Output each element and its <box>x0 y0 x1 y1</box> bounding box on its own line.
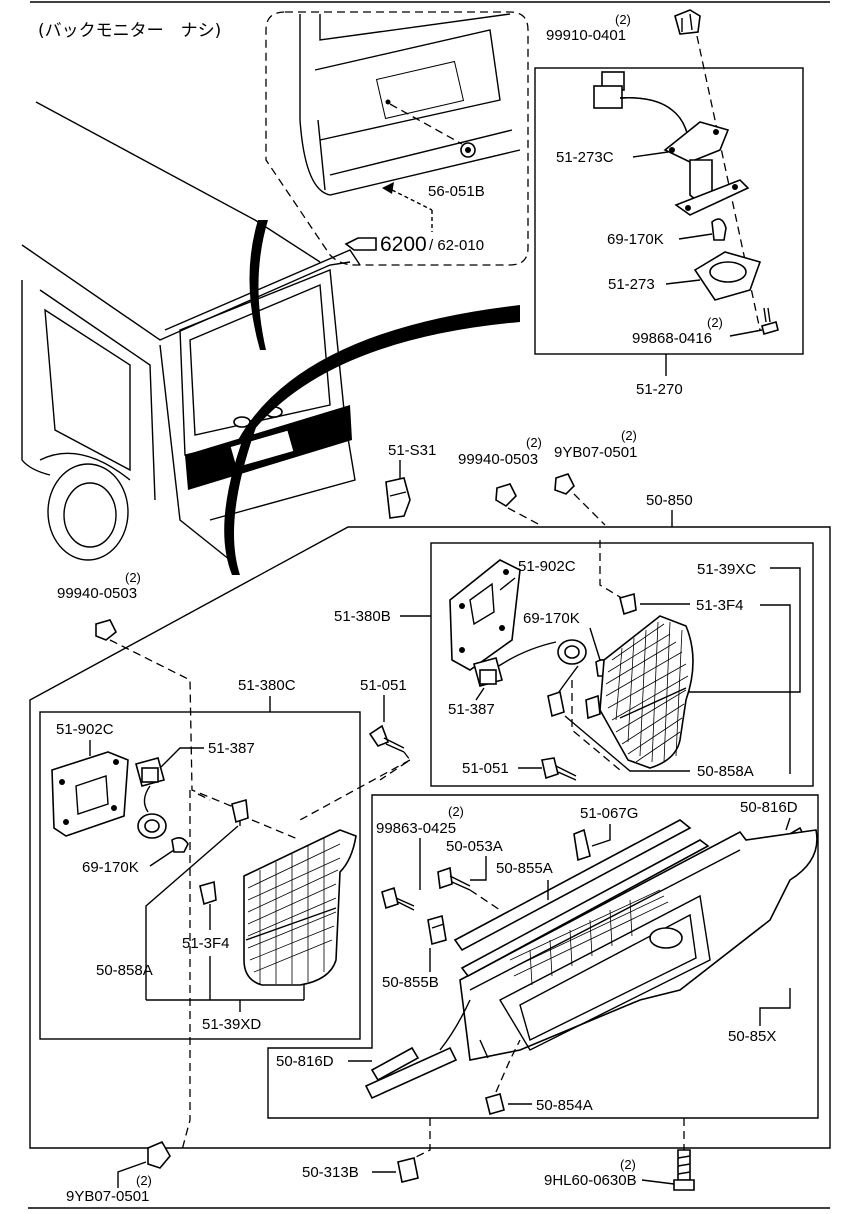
label-50-855b: 50-855B <box>382 974 439 991</box>
label-50-313b: 50-313B <box>302 1164 359 1181</box>
group-50-85x: 50-816D 50-855A 51-067G (2) 99863-0425 5… <box>267 794 819 1119</box>
qty-99868-0416: (2) <box>707 315 723 330</box>
label-9yb07-0501-a: 9YB07-0501 <box>554 444 637 461</box>
label-51-051-a: 51-051 <box>360 677 407 694</box>
label-51-273: 51-273 <box>608 276 655 293</box>
label-50-053a: 50-053A <box>446 838 503 855</box>
label-99868-0416: 99868-0416 <box>632 330 712 347</box>
label-51-387-a: 51-387 <box>448 701 495 718</box>
part-50-313b: 50-313B <box>302 1118 431 1183</box>
qty-99940-0503-a: (2) <box>526 435 542 450</box>
label-50-816d-a: 50-816D <box>740 799 798 816</box>
qty-9yb07-0501-a: (2) <box>621 428 637 443</box>
label-51-380c: 51-380C <box>238 677 296 694</box>
label-51-270: 51-270 <box>636 381 683 398</box>
label-51-067g: 51-067G <box>580 805 638 822</box>
label-50-816d-b: 50-816D <box>276 1053 334 1070</box>
label-51-051-b: 51-051 <box>462 760 509 777</box>
label-69-170k-c: 69-170K <box>82 859 139 876</box>
part-99940-0503-upper: (2) 99940-0503 <box>458 435 542 526</box>
label-69-170k-a: 69-170K <box>607 231 664 248</box>
lens-grid-lh <box>247 838 341 984</box>
label-50-85x: 50-85X <box>728 1028 776 1045</box>
label-56-051b: 56-051B <box>428 183 485 200</box>
qty-9yb07-0501-b: (2) <box>136 1173 152 1188</box>
qty-99910-0401: (2) <box>615 12 631 27</box>
label-50-858a-a: 50-858A <box>697 763 754 780</box>
page-title: (バックモニター ナシ) <box>38 21 221 41</box>
label-9yb07-0501-b: 9YB07-0501 <box>66 1188 149 1205</box>
label-99940-0503-b: 99940-0503 <box>57 585 137 602</box>
part-9yb07-0501-lower: (2) 9YB07-0501 <box>66 790 191 1205</box>
label-50-850: 50-850 <box>646 492 693 509</box>
label-50-854a: 50-854A <box>536 1097 593 1114</box>
label-51-380b: 51-380B <box>334 608 391 625</box>
part-9yb07-0501-upper: (2) 9YB07-0501 <box>554 428 637 601</box>
qty-9hl60-0630b: (2) <box>620 1157 636 1172</box>
part-51-s31: 51-S31 <box>385 442 436 519</box>
label-51-902c-b: 51-902C <box>56 721 114 738</box>
group-51-380b: 51-380B 51-902C 69-170K 51-387 51-3F4 51… <box>334 542 814 787</box>
label-51-902c-a: 51-902C <box>518 558 576 575</box>
tailgate-inset: 56-051B 6200 / 62-010 <box>265 11 529 266</box>
label-51-3f4-b: 51-3F4 <box>182 935 230 952</box>
label-50-855a: 50-855A <box>496 860 553 877</box>
label-51-273c: 51-273C <box>556 149 614 166</box>
reference-main: 6200 <box>380 233 427 256</box>
label-99940-0503-a: 99940-0503 <box>458 451 538 468</box>
license-lamp-assembly: 51-273C 69-170K 51-273 (2) 99868-0416 51… <box>534 67 804 398</box>
label-51-39xc: 51-39XC <box>697 561 756 578</box>
label-51-3f4-a: 51-3F4 <box>696 597 744 614</box>
part-9hl60-0630b: (2) 9HL60-0630B <box>544 1118 695 1191</box>
vehicle-illustration <box>21 101 520 575</box>
group-50-850: 50-850 <box>29 492 831 1149</box>
reference-sub: / 62-010 <box>429 237 484 254</box>
qty-99863-0425: (2) <box>448 804 464 819</box>
label-9hl60-0630b: 9HL60-0630B <box>544 1172 637 1189</box>
label-51-s31: 51-S31 <box>388 442 436 459</box>
garnish-grid <box>509 889 669 986</box>
qty-99940-0503-b: (2) <box>125 570 141 585</box>
label-99910-0401: 99910-0401 <box>546 27 626 44</box>
reference-hand-icon <box>344 237 377 251</box>
label-50-858a-b: 50-858A <box>96 962 153 979</box>
lens-grid-rh <box>605 621 689 763</box>
label-51-387-b: 51-387 <box>208 740 255 757</box>
part-51-051-upper: 51-051 <box>360 677 411 781</box>
part-51-051-lower: 51-051 <box>462 757 577 781</box>
label-69-170k-b: 69-170K <box>523 610 580 627</box>
part-99940-0503-lower: (2) 99940-0503 <box>57 570 411 821</box>
label-99863-0425: 99863-0425 <box>376 820 456 837</box>
group-51-380c: 51-380C 51-902C 51-387 69-170K 51-3F4 50… <box>39 677 361 1040</box>
label-51-39xd: 51-39XD <box>202 1016 261 1033</box>
